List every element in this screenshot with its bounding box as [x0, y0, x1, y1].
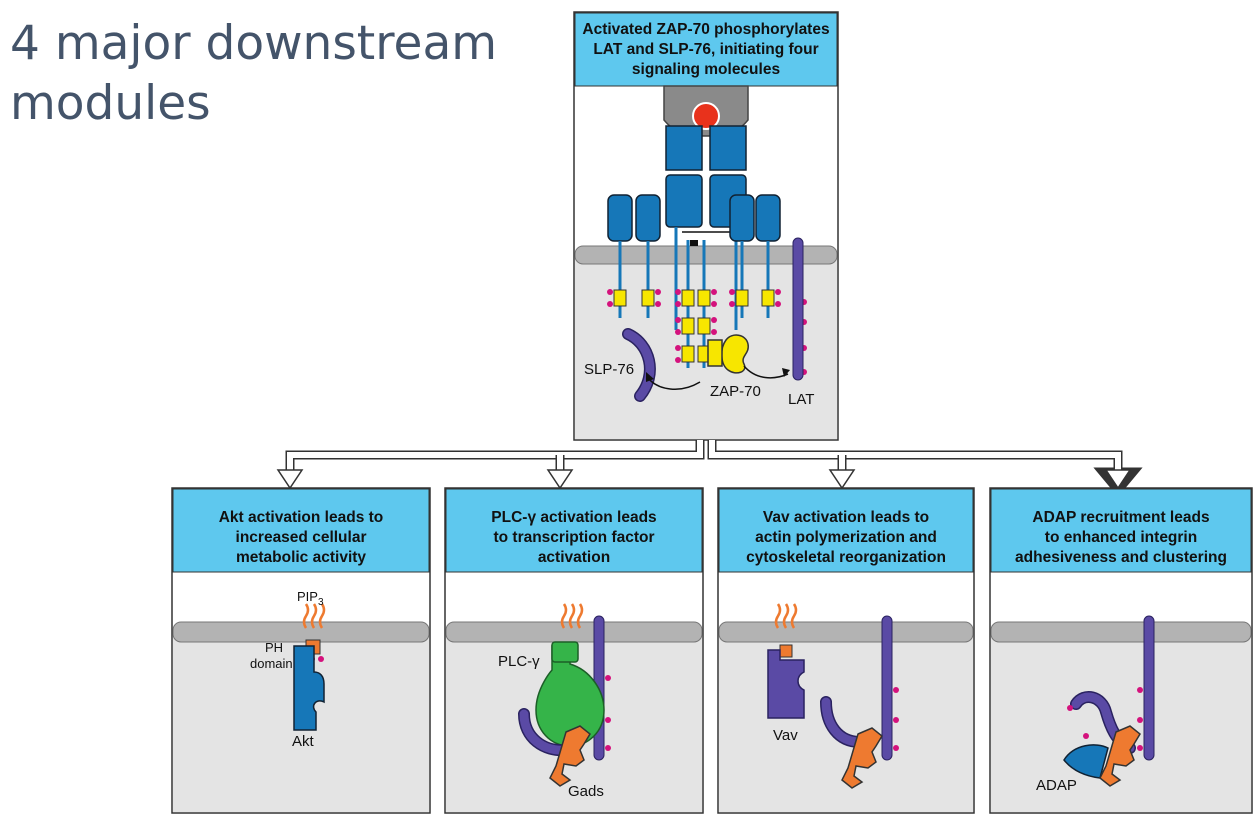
- slide-title-line-1: 4 major downstream: [10, 16, 498, 71]
- vav-protein: [767, 649, 805, 719]
- slp76-label: SLP-76: [584, 361, 634, 378]
- slide-title: 4 major downstream modules: [10, 14, 570, 134]
- pip3-lipid-tails: [302, 603, 326, 629]
- gads-label: Gads: [568, 783, 604, 800]
- module-akt: Akt activation leads to increased cellul…: [171, 487, 431, 814]
- module-vav-header-line-2: actin polymerization and: [755, 529, 937, 546]
- top-panel-header-line-2: LAT and SLP-76, initiating four: [593, 41, 818, 58]
- module-plcg-header-line-2: to transcription factor: [493, 529, 654, 546]
- module-adap-header-line-3: adhesiveness and clustering: [1015, 549, 1227, 566]
- module-akt-header-line-2: increased cellular: [236, 529, 367, 546]
- vav-label: Vav: [773, 727, 798, 744]
- adap-protein: [1063, 744, 1109, 779]
- pip3-label: PIP3: [297, 589, 324, 608]
- top-panel-header-line-1: Activated ZAP-70 phosphorylates: [582, 21, 829, 38]
- akt-protein: [293, 645, 325, 731]
- gads-module-4: [1099, 725, 1141, 787]
- ph-domain-label-2: domain: [250, 656, 293, 671]
- zap70-label: ZAP-70: [710, 383, 761, 400]
- top-panel-header-bg: [574, 12, 838, 87]
- module-vav: Vav activation leads to actin polymeriza…: [717, 487, 975, 814]
- zap70-kinase: [707, 334, 749, 374]
- lat-protein-module-3: [881, 615, 893, 761]
- top-panel: Activated ZAP-70 phosphorylates LAT and …: [573, 11, 839, 441]
- itam-motifs: [613, 289, 775, 363]
- lat-protein: [792, 237, 804, 381]
- top-panel-header-line-3: signaling molecules: [632, 61, 780, 78]
- module-akt-header-line-3: metabolic activity: [236, 549, 366, 566]
- gads-module-3: [841, 727, 883, 789]
- module-plcg: PLC-γ activation leads to transcription …: [444, 487, 704, 814]
- adap-label: ADAP: [1036, 777, 1077, 794]
- lat-label: LAT: [788, 391, 814, 408]
- plcg-label: PLC-γ: [498, 653, 540, 670]
- peptide-antigen: [692, 102, 720, 130]
- module-adap-header-line-1: ADAP recruitment leads: [1032, 509, 1209, 526]
- module-adap-header-line-2: to enhanced integrin: [1045, 529, 1197, 546]
- gads-adaptor: [549, 725, 591, 787]
- ph-domain-label-1: PH: [265, 640, 283, 655]
- top-membrane: [574, 245, 838, 265]
- module-plcg-header-line-1: PLC-γ activation leads: [491, 509, 656, 526]
- module-vav-header-line-1: Vav activation leads to: [763, 509, 929, 526]
- slp76-module-3: [821, 697, 865, 747]
- cd3-right-pair: [729, 194, 781, 318]
- module-plcg-header-line-3: activation: [538, 549, 610, 566]
- lat-protein-module-4: [1143, 615, 1155, 761]
- zap70-to-slp76-arrow: [647, 377, 701, 390]
- branch-arrows: [276, 440, 1143, 498]
- module-adap: ADAP recruitment leads to enhanced integ…: [989, 487, 1253, 814]
- tcr-receptor: [665, 125, 747, 330]
- akt-label: Akt: [292, 733, 315, 750]
- module-vav-header-line-3: cytoskeletal reorganization: [746, 549, 946, 566]
- module-akt-header-line-1: Akt activation leads to: [219, 509, 384, 526]
- slide-title-line-2: modules: [10, 76, 211, 131]
